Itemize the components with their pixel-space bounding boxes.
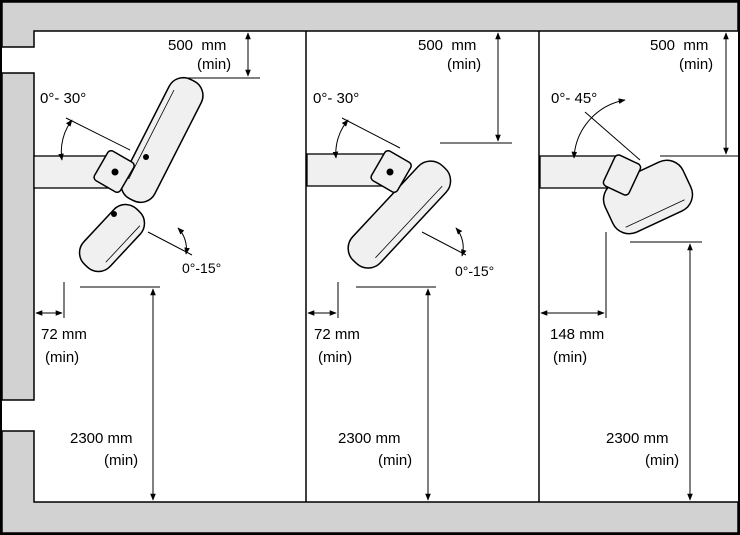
floor-min-label: (min): [378, 452, 412, 469]
heater-head-upper: [120, 76, 204, 204]
floor-clearance-label: 2300 mm: [606, 430, 669, 447]
heater-head: [347, 160, 452, 269]
ceiling-clearance-label: 500 mm: [418, 37, 476, 54]
ceiling: [1, 1, 739, 48]
tilt-ref-line: [421, 231, 467, 256]
floor: [1, 430, 739, 534]
tilt-ref-line: [147, 231, 193, 256]
tilt-arc: [58, 119, 73, 161]
panel-1: 500 mm (min) 0°- 30° 0°-15° 72 mm (min) …: [33, 32, 260, 501]
wall-clearance-label: 148 mm: [550, 326, 604, 343]
floor-clearance-label: 2300 mm: [70, 430, 133, 447]
floor-min-label: (min): [645, 452, 679, 469]
pivot-joint: [602, 154, 642, 196]
ceiling-min-label: (min): [679, 56, 713, 73]
tilt-range-label: 0°- 45°: [551, 90, 597, 107]
pivot-bolt: [386, 168, 394, 176]
panel-3: 500 mm (min) 0°- 45° 148 mm (min) 2300 m…: [539, 32, 738, 501]
tilt-arc: [332, 119, 349, 159]
tilt-range-label: 0°- 30°: [40, 90, 86, 107]
secondary-tilt-label: 0°-15°: [182, 260, 221, 276]
ceiling-min-label: (min): [447, 56, 481, 73]
tilt-ref-line: [584, 111, 641, 161]
pivot-bolt: [111, 211, 117, 217]
pivot-bolt: [143, 154, 149, 160]
wall-clearance-label: 72 mm: [314, 326, 360, 343]
heater-head-lower: [78, 203, 146, 273]
wall-min-label: (min): [553, 349, 587, 366]
wall-clearance-label: 72 mm: [41, 326, 87, 343]
tilt-range-label: 0°- 30°: [313, 90, 359, 107]
tilt-arc: [177, 227, 190, 255]
floor-clearance-label: 2300 mm: [338, 430, 401, 447]
tilt-arc: [455, 227, 467, 257]
ceiling-clearance-label: 500 mm: [650, 37, 708, 54]
panel-2: 500 mm (min) 0°- 30° 0°-15° 72 mm (min) …: [306, 32, 512, 501]
pivot-bolt: [111, 168, 119, 176]
tilt-arc: [571, 98, 626, 159]
side-wall: [1, 72, 35, 401]
floor-min-label: (min): [104, 452, 138, 469]
ceiling-clearance-label: 500 mm: [168, 37, 226, 54]
tilt-ref-line: [65, 117, 131, 151]
wall-min-label: (min): [45, 349, 79, 366]
ceiling-min-label: (min): [197, 56, 231, 73]
tilt-ref-line: [341, 117, 401, 149]
secondary-tilt-label: 0°-15°: [455, 263, 494, 279]
wall-min-label: (min): [318, 349, 352, 366]
